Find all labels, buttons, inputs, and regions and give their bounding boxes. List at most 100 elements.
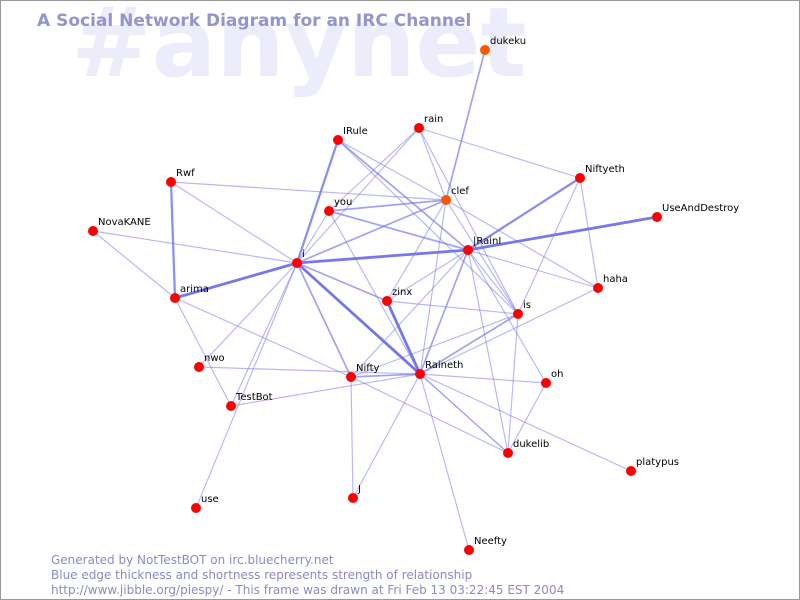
node-dot-NovaKANE: [88, 226, 98, 236]
footer-timestamp: http://www.jibble.org/piespy/ - This fra…: [51, 583, 565, 597]
edge-you-Raineth: [328, 210, 421, 375]
node-dot-haha: [593, 283, 603, 293]
node-dot-Raineth: [415, 369, 425, 379]
edge-rain-clef: [418, 127, 447, 201]
node-label-Niftyeth: Niftyeth: [585, 164, 625, 175]
edge-arima-TestBot: [174, 297, 232, 407]
edge-arima-Nifty: [174, 297, 352, 378]
node-dot-oh: [541, 378, 551, 388]
edge-you-i: [296, 210, 330, 264]
node-arima: arima: [170, 284, 209, 303]
edge-IRainI-zinx: [386, 249, 469, 302]
node-dot-clef: [441, 195, 451, 205]
node-Rwf: Rwf: [166, 168, 195, 187]
edge-Rwf-arima: [169, 180, 177, 300]
node-label-arima: arima: [180, 284, 209, 295]
edge-clef-is: [445, 199, 519, 315]
node-UseAndDestroy: UseAndDestroy: [652, 203, 739, 222]
node-is: is: [513, 300, 531, 319]
edge-IRainI-dukelib: [467, 249, 509, 454]
node-dot-zinx: [382, 296, 392, 306]
node-label-zinx: zinx: [392, 287, 412, 298]
edge-clef-zinx: [386, 199, 447, 302]
edge-i-nwo: [198, 262, 298, 368]
node-label-dukelib: dukelib: [513, 439, 549, 450]
edge-Rwf-clef: [170, 181, 447, 201]
node-label-platypus: platypus: [636, 457, 679, 468]
node-label-UseAndDestroy: UseAndDestroy: [662, 203, 739, 214]
node-dot-UseAndDestroy: [652, 212, 662, 222]
edge-i-TestBot: [230, 262, 298, 407]
edges-layer: [92, 49, 659, 551]
node-dot-Nifty: [346, 372, 356, 382]
edge-Nifty-dukelib: [350, 376, 509, 454]
node-rain: rain: [414, 114, 443, 133]
edge-Niftyeth-haha: [579, 177, 599, 289]
node-NovaKANE: NovaKANE: [88, 217, 151, 236]
edge-is-Nifty: [350, 313, 519, 378]
node-label-IRainI: |RainI: [473, 236, 501, 247]
node-platypus: platypus: [626, 457, 679, 476]
node-dot-J: [348, 493, 358, 503]
edge-IRainI-is: [467, 249, 519, 315]
node-label-Neefty: Neefty: [474, 536, 507, 547]
nodes-layer: dukekurainIRuleNiftyethRwfclefyouUseAndD…: [88, 36, 739, 555]
edge-Raineth-dukelib: [419, 373, 509, 454]
node-dot-dukeku: [480, 45, 490, 55]
node-label-you: you: [334, 197, 352, 208]
node-dot-platypus: [626, 466, 636, 476]
node-label-use: use: [201, 494, 219, 505]
edge-rain-is: [418, 127, 519, 315]
node-dot-you: [324, 206, 334, 216]
footer-legend-note: Blue edge thickness and shortness repres…: [51, 568, 473, 582]
edge-IRule-is: [337, 139, 519, 315]
edge-Niftyeth-IRainI: [466, 176, 582, 252]
node-label-oh: oh: [551, 369, 563, 380]
edge-IRule-clef: [337, 139, 447, 201]
edge-Raineth-Neefty: [419, 373, 470, 551]
edge-Nifty-Raineth: [350, 373, 421, 378]
node-label-i: i: [302, 249, 305, 260]
edge-IRule-IRainI: [337, 139, 469, 251]
node-label-J: J: [357, 484, 361, 495]
node-dot-TestBot: [226, 401, 236, 411]
edge-i-use: [195, 262, 298, 509]
node-nwo: nwo: [194, 353, 225, 372]
node-label-Raineth: Raineth: [425, 360, 463, 371]
node-dot-dukelib: [503, 448, 513, 458]
edge-i-arima: [173, 261, 299, 300]
edge-is-dukelib: [507, 313, 519, 454]
edge-NovaKANE-arima: [92, 230, 176, 299]
node-dukelib: dukelib: [503, 439, 549, 458]
node-dot-IRule: [333, 135, 343, 145]
node-dot-rain: [414, 123, 424, 133]
edge-you-IRainI: [328, 210, 469, 251]
node-J: J: [348, 484, 361, 503]
node-haha: haha: [593, 274, 628, 293]
node-dot-IRainI: [463, 245, 473, 255]
node-Nifty: Nifty: [346, 363, 380, 382]
node-clef: clef: [441, 186, 469, 205]
edge-Nifty-J: [350, 376, 354, 499]
node-dot-arima: [170, 293, 180, 303]
edge-IRainI-haha: [467, 249, 599, 289]
edge-is-Raineth: [419, 313, 519, 375]
edge-clef-Raineth: [419, 199, 447, 375]
node-label-TestBot: TestBot: [235, 392, 273, 403]
node-label-dukeku: dukeku: [490, 36, 526, 47]
edge-rain-Niftyeth: [418, 127, 581, 179]
footer-generated-by: Generated by NotTestBOT on irc.bluecherr…: [51, 553, 334, 567]
edge-Raineth-oh: [419, 373, 547, 384]
node-label-Nifty: Nifty: [356, 363, 380, 374]
node-label-NovaKANE: NovaKANE: [98, 217, 151, 228]
node-dot-is: [513, 309, 523, 319]
edge-TestBot-Raineth: [230, 373, 421, 407]
edge-rain-i: [296, 127, 420, 264]
node-TestBot: TestBot: [226, 392, 273, 411]
edge-you-clef: [328, 199, 447, 212]
node-dot-Rwf: [166, 177, 176, 187]
node-label-rain: rain: [424, 114, 443, 125]
edge-Niftyeth-is: [517, 177, 581, 315]
